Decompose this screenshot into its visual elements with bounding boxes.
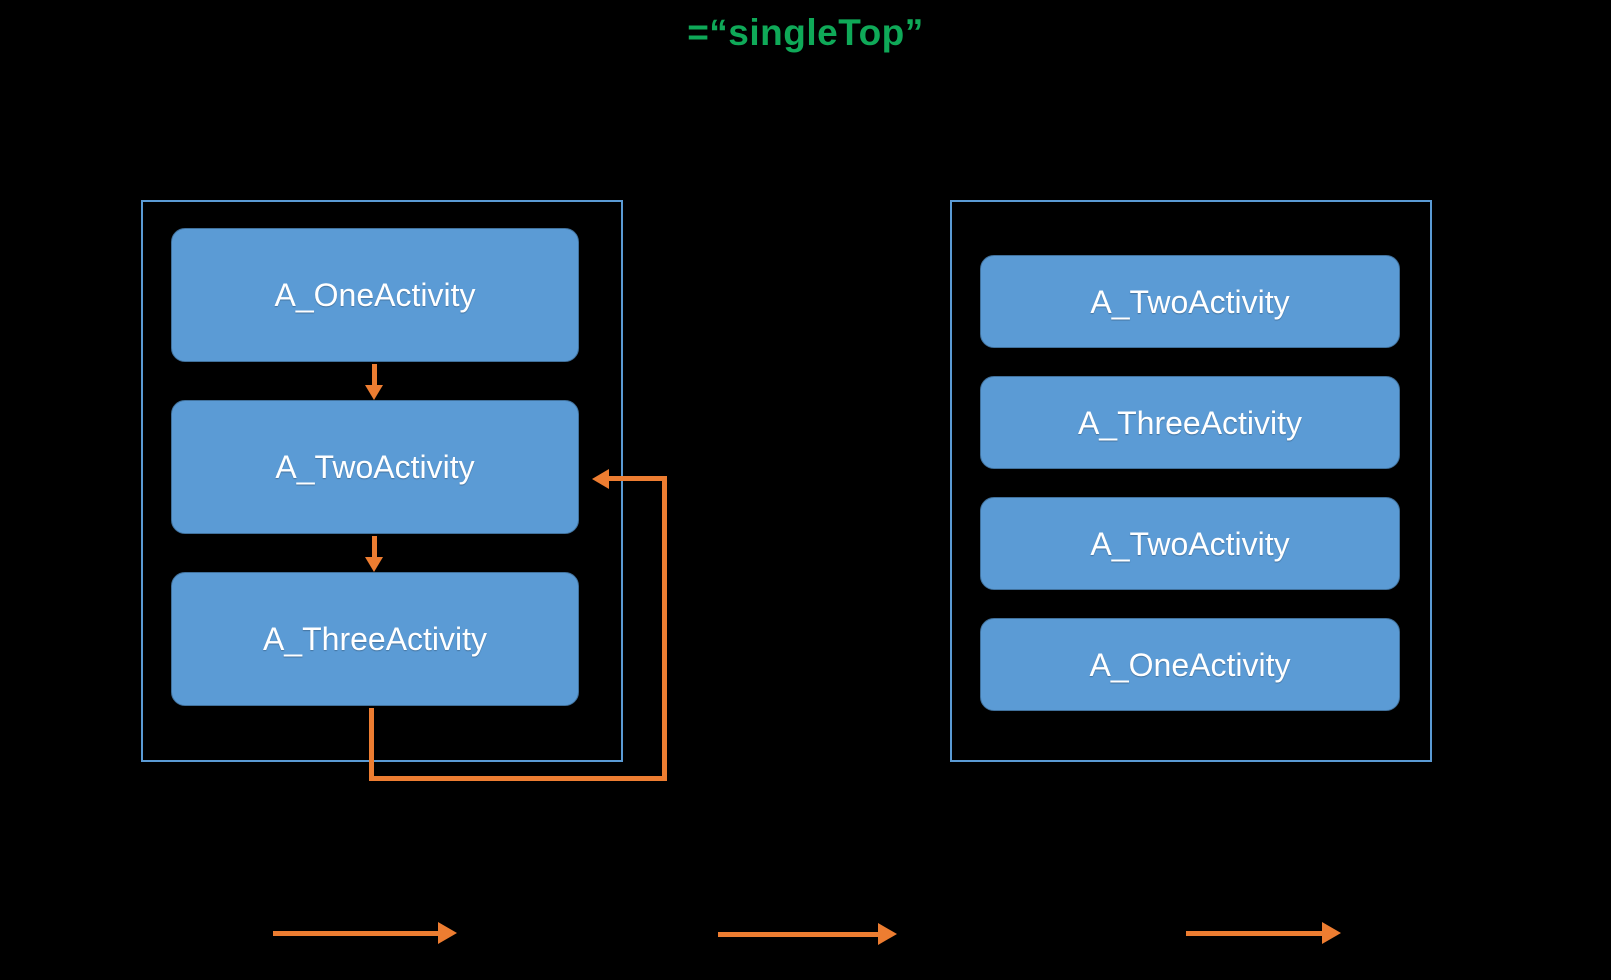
activity-label: A_TwoActivity [1090, 283, 1290, 320]
flow-arrow-1-shaft [273, 931, 440, 936]
feedback-loop-up-segment [662, 476, 667, 778]
flow-arrow-3-shaft [1186, 931, 1324, 936]
arrow-one-to-two-shaft [372, 364, 377, 388]
activity-label: A_TwoActivity [1090, 525, 1290, 562]
after-stack-box-2[interactable]: A_ThreeActivity [980, 376, 1400, 469]
flow-arrow-2-head-icon [878, 923, 897, 945]
activity-label: A_TwoActivity [275, 449, 475, 485]
feedback-loop-head-icon [592, 469, 609, 489]
flow-arrow-3-head-icon [1322, 922, 1341, 944]
activity-label: A_OneActivity [274, 277, 476, 313]
before-stack-box-2[interactable]: A_TwoActivity [171, 400, 579, 534]
after-stack-box-3[interactable]: A_TwoActivity [980, 497, 1400, 590]
flow-arrow-1-head-icon [438, 922, 457, 944]
before-stack-box-1[interactable]: A_OneActivity [171, 228, 579, 362]
feedback-loop-bottom-segment [369, 776, 667, 781]
after-stack-box-4[interactable]: A_OneActivity [980, 618, 1400, 711]
before-stack-box-3[interactable]: A_ThreeActivity [171, 572, 579, 706]
page-title: =“singleTop” [687, 12, 924, 53]
feedback-loop-down-segment [369, 708, 374, 781]
activity-label: A_ThreeActivity [262, 621, 488, 657]
arrow-two-to-three-shaft [372, 536, 377, 560]
activity-label: A_ThreeActivity [1077, 404, 1303, 441]
activity-label: A_OneActivity [1089, 646, 1291, 683]
arrow-one-to-two-head-icon [365, 385, 383, 400]
flow-arrow-2-shaft [718, 932, 880, 937]
after-stack-box-1[interactable]: A_TwoActivity [980, 255, 1400, 348]
feedback-loop-top-segment [608, 476, 666, 481]
arrow-two-to-three-head-icon [365, 557, 383, 572]
